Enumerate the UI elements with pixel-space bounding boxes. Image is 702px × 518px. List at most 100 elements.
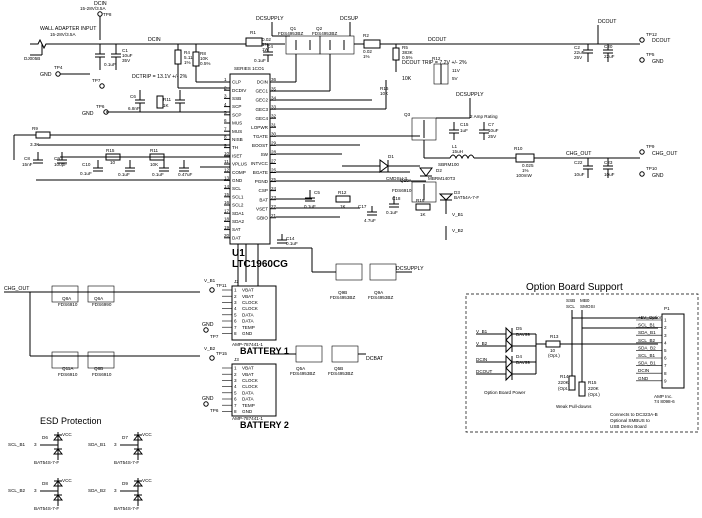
resistor-opt-r13: R13 10 (Opt.) — [545, 334, 561, 358]
p1-pin-number: 5 — [664, 348, 667, 353]
svg-text:100pF: 100pF — [54, 162, 67, 167]
battery-pin-number: 1 — [234, 288, 237, 293]
dcsup-label: DCSUP — [340, 16, 359, 22]
cap-c9: C9 100pF — [54, 152, 67, 167]
esd-diode-part: BAT54S-7-F — [34, 460, 59, 465]
cap-c20: C20 22uF — [603, 44, 615, 62]
battery1-connector-pn: AMP-787441-1 — [232, 342, 263, 347]
svg-text:GND: GND — [40, 72, 52, 78]
cap-c10: C10 0.1uF — [80, 160, 103, 176]
svg-text:10: 10 — [550, 348, 556, 353]
esd-supply-label: VCC — [142, 478, 152, 483]
svg-text:R13: R13 — [550, 334, 559, 339]
diode-d2: D2 MBRM140T3 — [419, 167, 456, 181]
battery-pin-number: 6 — [234, 397, 237, 402]
mosfet-q9: Q9B FDS4953BZ — [330, 263, 363, 300]
ic-pin-number: 34 — [271, 95, 277, 100]
svg-text:R8: R8 — [200, 51, 206, 56]
mosfet-q5b: Q5B FDS4953BZ — [328, 345, 359, 376]
svg-text:Q1: Q1 — [290, 26, 297, 31]
ic-pin-name: BAT — [259, 197, 268, 202]
svg-text:R1: R1 — [250, 30, 256, 35]
svg-text:1K: 1K — [340, 204, 347, 209]
ic-pin-number: 26 — [271, 168, 277, 173]
svg-text:0.47uF: 0.47uF — [178, 172, 192, 177]
ic-pin-number: 16 — [224, 200, 230, 205]
p1-pin-number: 3 — [664, 333, 667, 338]
svg-text:C4: C4 — [267, 44, 273, 49]
svg-text:0.1uF: 0.1uF — [152, 172, 164, 177]
svg-text:220K: 220K — [558, 380, 570, 385]
p1-pin-number: 2 — [664, 325, 667, 330]
battery-pin-number: 2 — [234, 372, 237, 377]
p1-pin-name: GND — [638, 376, 649, 381]
esd-diode-part: BAT54S-7-F — [114, 506, 139, 511]
svg-text:R12: R12 — [338, 190, 347, 195]
ic-pin-name: SAT — [232, 227, 241, 232]
svg-text:R16: R16 — [380, 86, 389, 91]
ic-pin-name: VSET — [256, 206, 268, 211]
svg-text:10: 10 — [110, 160, 116, 165]
svg-text:TP7: TP7 — [210, 334, 219, 339]
ic-pin-name: VPLUS — [232, 162, 247, 167]
svg-text:0.5%: 0.5% — [402, 55, 412, 60]
tp-vb1 — [209, 287, 215, 293]
esd-supply-label: VCC — [142, 432, 152, 437]
svg-text:FDS4953BZ: FDS4953BZ — [368, 295, 393, 300]
esd-supply-label: VCC — [62, 478, 72, 483]
resistor-opt-r15: R15 220K (Opt.) — [578, 380, 600, 397]
resistor-r8: R8 10K 0.5% — [192, 44, 210, 82]
option-input-label: DCOUT — [476, 369, 493, 374]
svg-text:V_B2: V_B2 — [204, 346, 216, 351]
tp-gnd-chg — [639, 171, 645, 177]
svg-text:0.1uF: 0.1uF — [104, 62, 116, 67]
cap-c5: C5 0.1uF — [304, 190, 320, 209]
svg-text:10uF: 10uF — [604, 172, 615, 177]
ic-pin-name: BGATE — [253, 170, 268, 175]
battery-pin-number: 8 — [234, 409, 237, 414]
esd-pin-number: 3 — [114, 488, 117, 493]
svg-text:L1: L1 — [452, 144, 458, 149]
ic-pin-number: 35 — [271, 86, 277, 91]
ic-pin-name: NISB — [232, 137, 243, 142]
battery-pin-number: 7 — [234, 403, 237, 408]
battery-pin-name: GND — [242, 409, 253, 414]
tp-chg-out — [639, 149, 645, 155]
ic-pin-number: 13 — [224, 176, 230, 181]
cap-c2-out: C2 22uF 25V — [574, 44, 593, 62]
battery-pin-name: DATA — [242, 312, 255, 317]
battery-pin-number: 5 — [234, 390, 237, 395]
svg-text:BAT54A-7-F: BAT54A-7-F — [454, 195, 479, 200]
ic-part: LTC1960CG — [232, 259, 288, 270]
svg-text:35V: 35V — [122, 58, 131, 63]
ic-pin-name: MUS — [232, 129, 242, 134]
svg-text:10K: 10K — [380, 91, 389, 96]
svg-text:DCOUT: DCOUT — [652, 38, 671, 44]
ic-pin-number: 1 — [224, 77, 227, 82]
p1-pin-number: 4 — [664, 340, 667, 345]
svg-text:TP4: TP4 — [54, 65, 63, 70]
ic-pin-name: SCL — [232, 186, 241, 191]
mosfet-q8: Q8A FDS6910 — [51, 285, 79, 307]
svg-text:R5: R5 — [402, 45, 408, 50]
svg-text:TP6: TP6 — [96, 104, 105, 109]
diode-d3: D3 BAT54A-7-F — [438, 190, 479, 201]
ic-pin-number: 8 — [224, 135, 227, 140]
battery-pin-number: 5 — [234, 312, 237, 317]
ic-pin-number: 3 — [224, 94, 227, 99]
weak-pulldown-label: Weak Pull-downs — [556, 404, 592, 409]
svg-text:C18: C18 — [392, 196, 401, 201]
ic-pin-name: COMP — [232, 170, 246, 175]
esd-net-label: SDA_B1 — [88, 442, 106, 447]
battery-pin-name: VBAT — [242, 288, 254, 293]
p1-pin-name: SCL_B2 — [638, 338, 656, 343]
svg-text:C2: C2 — [574, 45, 580, 50]
resistor-r9: R9 3.3K — [30, 126, 51, 147]
resistor-r10: R10 0.025 1% 100mW — [514, 146, 535, 178]
svg-text:0.02: 0.02 — [363, 49, 372, 54]
cap-c14: C14 0.1uF — [277, 234, 298, 246]
esd-title: ESD Protection — [40, 416, 102, 426]
svg-text:Q2: Q2 — [316, 26, 323, 31]
